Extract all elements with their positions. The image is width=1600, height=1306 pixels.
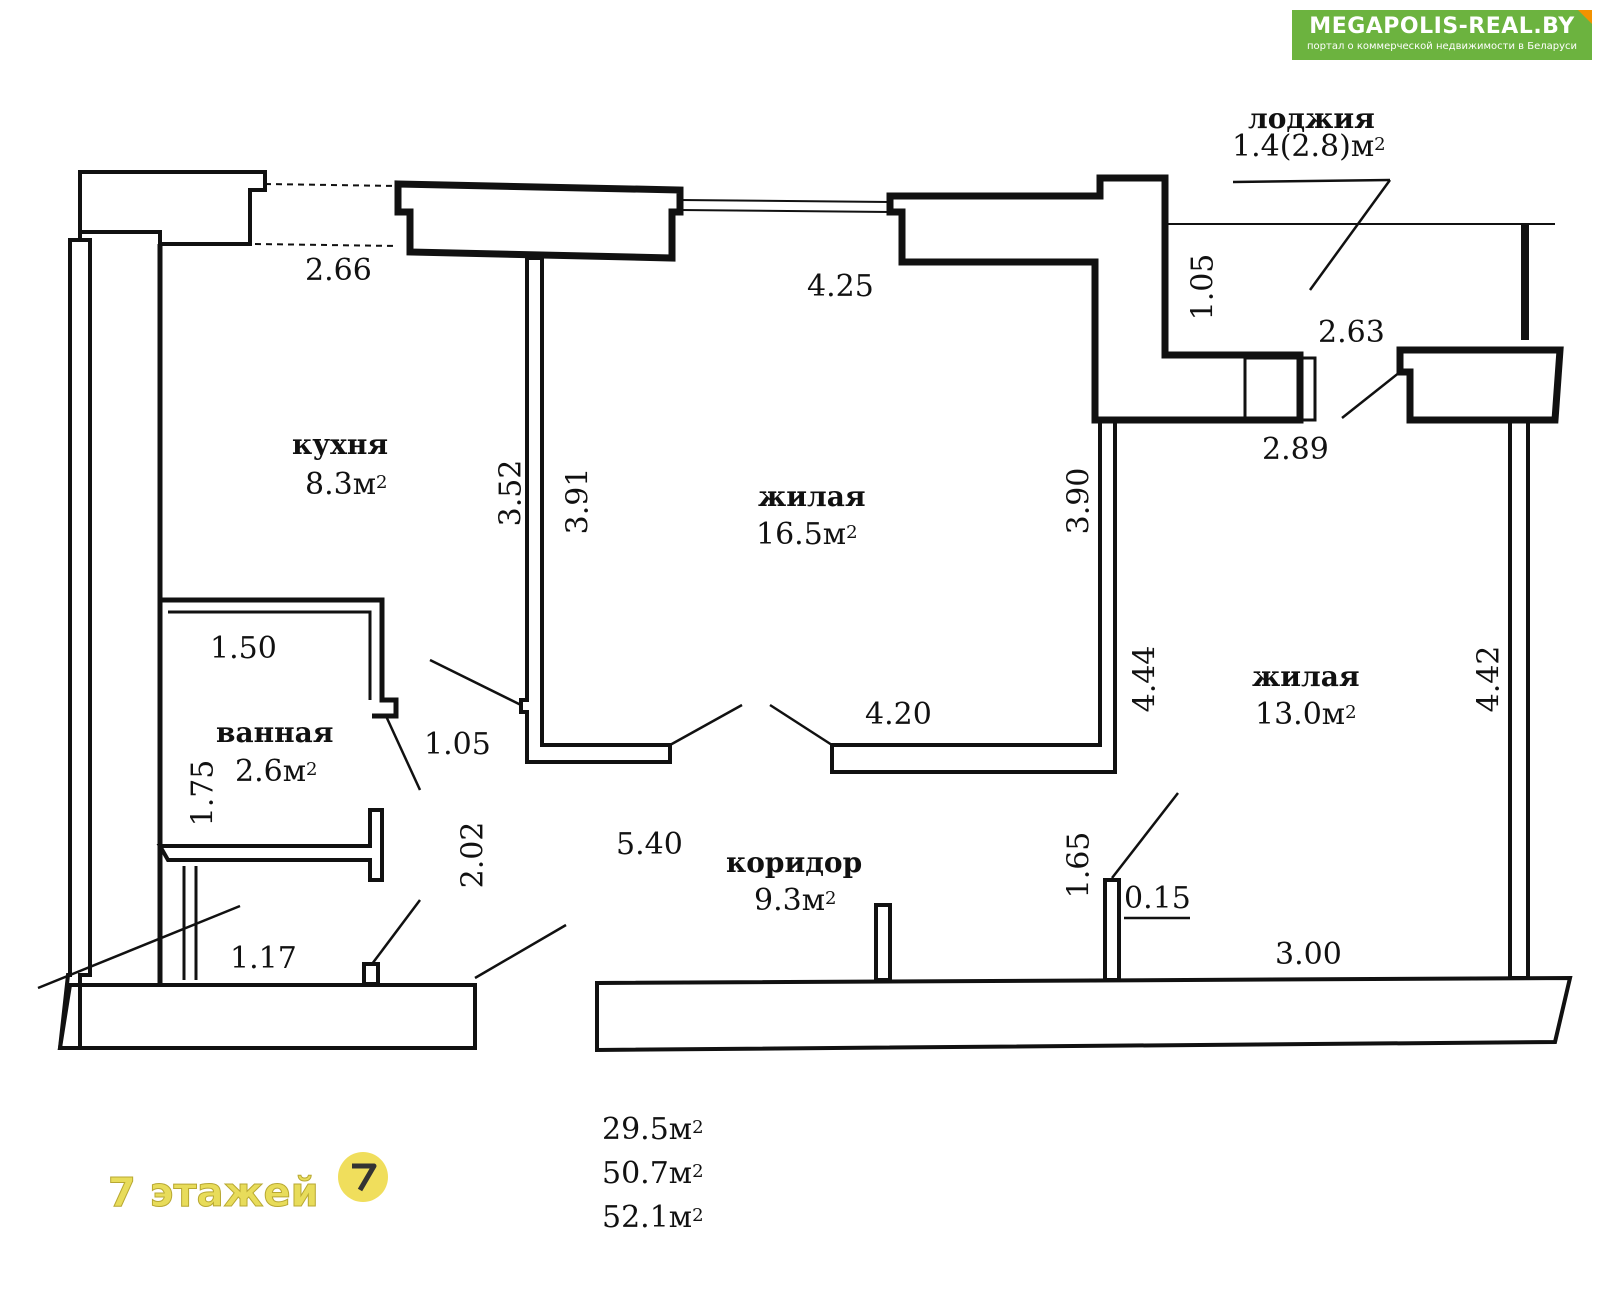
dim-bath-height: 1.75 <box>185 759 221 827</box>
bottom-wall-right <box>595 975 1573 1053</box>
living2-label: жилая <box>1252 660 1360 693</box>
living-bottom-partition <box>830 418 1117 774</box>
corridor-label: коридор <box>726 846 863 879</box>
living1-label: жилая <box>758 480 866 513</box>
dim-living2-top: 2.89 <box>1262 432 1329 467</box>
logo-subtitle: портал о коммерческой недвижимости в Бел… <box>1307 41 1577 52</box>
dim-living2-bottom: 3.00 <box>1275 937 1342 972</box>
bath-area: 2.6м2 <box>235 754 318 789</box>
kitchen-area: 8.3м2 <box>305 467 388 502</box>
total-area: 50.7м2 <box>602 1156 704 1191</box>
loggia-window-box <box>1243 356 1317 422</box>
loggia-label: лоджия <box>1248 102 1375 135</box>
kitchen-living-partition <box>519 256 672 764</box>
dim-loggia-width: 2.63 <box>1318 315 1385 350</box>
kitchen-window-inner <box>254 243 399 247</box>
dim-living2-left: 4.44 <box>1127 645 1163 713</box>
kitchen-label: кухня <box>292 428 389 461</box>
dim-living1-height-left: 3.52 <box>493 459 529 527</box>
dim-wall-thickness: 0.15 <box>1124 881 1191 916</box>
leader-loggia-diag <box>1308 179 1392 291</box>
door-swing-living1-mid-left <box>669 703 743 747</box>
kitchen-window-outer <box>264 183 399 187</box>
total-living-area: 29.5м2 <box>602 1112 704 1147</box>
door-swing-loggia <box>1341 371 1401 419</box>
kitchen-top-wall <box>78 170 267 246</box>
bottom-wall-left <box>57 983 477 1050</box>
bath-top-wall <box>160 597 399 719</box>
top-wall-pier-2 <box>886 174 1304 424</box>
living-window-outer <box>679 199 891 203</box>
loggia-area: 1.4(2.8)м2 <box>1232 129 1386 164</box>
bath-label: ванная <box>216 716 334 749</box>
dim-corridor-length: 5.40 <box>616 827 683 862</box>
logo-corner <box>1578 10 1592 24</box>
door-swing-bath <box>384 715 422 791</box>
right-outer-wall <box>1508 418 1530 980</box>
door-swing-toilet <box>371 899 421 965</box>
living1-area: 16.5м2 <box>756 517 858 552</box>
dim-kitchen-width: 2.66 <box>305 253 372 288</box>
arrow-seven-icon <box>352 1163 377 1192</box>
corridor-area: 9.3м2 <box>754 883 837 918</box>
dim-living1-bottom: 4.20 <box>865 697 932 732</box>
dim-bath-door: 1.05 <box>424 727 491 762</box>
living-window-inner <box>679 209 891 213</box>
living2-area: 13.0м2 <box>1255 697 1357 732</box>
total-area-with-loggia: 52.1м2 <box>602 1200 704 1235</box>
left-outer-wall <box>57 238 92 1050</box>
dim-bath-width: 1.50 <box>210 631 277 666</box>
dim-living2-right: 4.42 <box>1471 645 1507 713</box>
dim-loggia-depth: 1.05 <box>1185 253 1221 321</box>
door-swing-living1-mid-right <box>769 703 833 747</box>
site-logo[interactable]: MEGAPOLIS-REAL.BY портал о коммерческой … <box>1292 10 1592 60</box>
door-swing-living1-left <box>429 658 522 707</box>
logo-title: MEGAPOLIS-REAL.BY <box>1309 14 1575 39</box>
floors-watermark: 7 этажей <box>108 1170 320 1217</box>
door-swing-living2 <box>1111 792 1179 879</box>
floor-badge-icon <box>338 1152 388 1202</box>
door-swing-entrance <box>474 923 567 980</box>
bath-top-inner <box>168 610 372 700</box>
right-wall-pier <box>1396 346 1564 424</box>
corridor-post-2 <box>1103 878 1121 982</box>
dim-hall-height: 2.02 <box>455 821 491 889</box>
dim-living1-width: 4.25 <box>807 269 874 304</box>
dim-corridor-height: 1.65 <box>1061 831 1097 899</box>
area-totals: 29.5м2 50.7м2 52.1м2 <box>602 1108 704 1240</box>
bath-bottom-wall <box>156 808 384 882</box>
dim-living1-height-inner: 3.91 <box>560 467 596 535</box>
toilet-door-post <box>362 962 380 986</box>
dim-toilet-width: 1.17 <box>230 941 297 976</box>
top-wall-pier-1 <box>394 180 684 262</box>
corridor-post-1 <box>874 903 892 982</box>
leader-loggia <box>1232 178 1391 184</box>
section-line <box>37 904 241 990</box>
dim-living1-height-right: 3.90 <box>1061 467 1097 535</box>
